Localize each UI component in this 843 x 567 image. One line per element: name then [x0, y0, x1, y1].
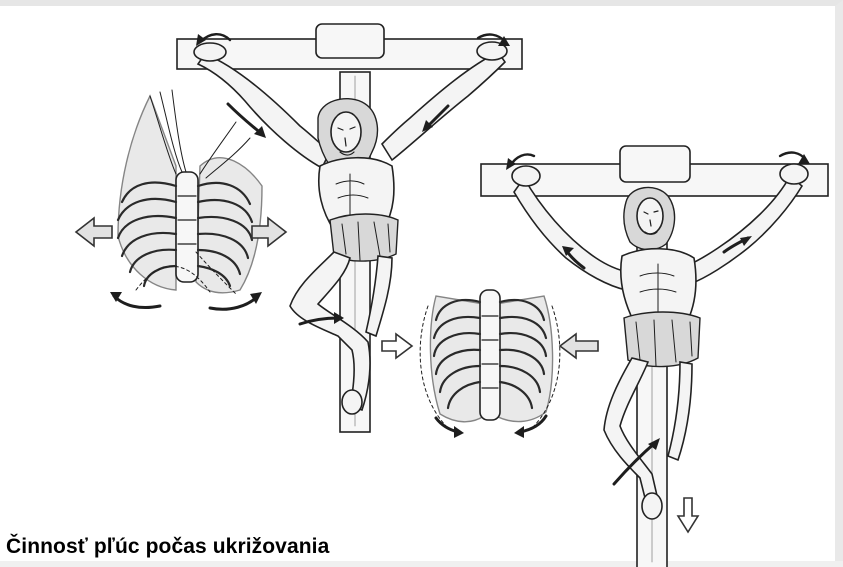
crucifixion-lung-illustration	[0, 6, 843, 567]
middle-ribcage	[382, 290, 598, 438]
left-ribcage	[76, 90, 286, 309]
figure-caption: Činnosť pľúc počas ukrižovania	[6, 535, 329, 559]
